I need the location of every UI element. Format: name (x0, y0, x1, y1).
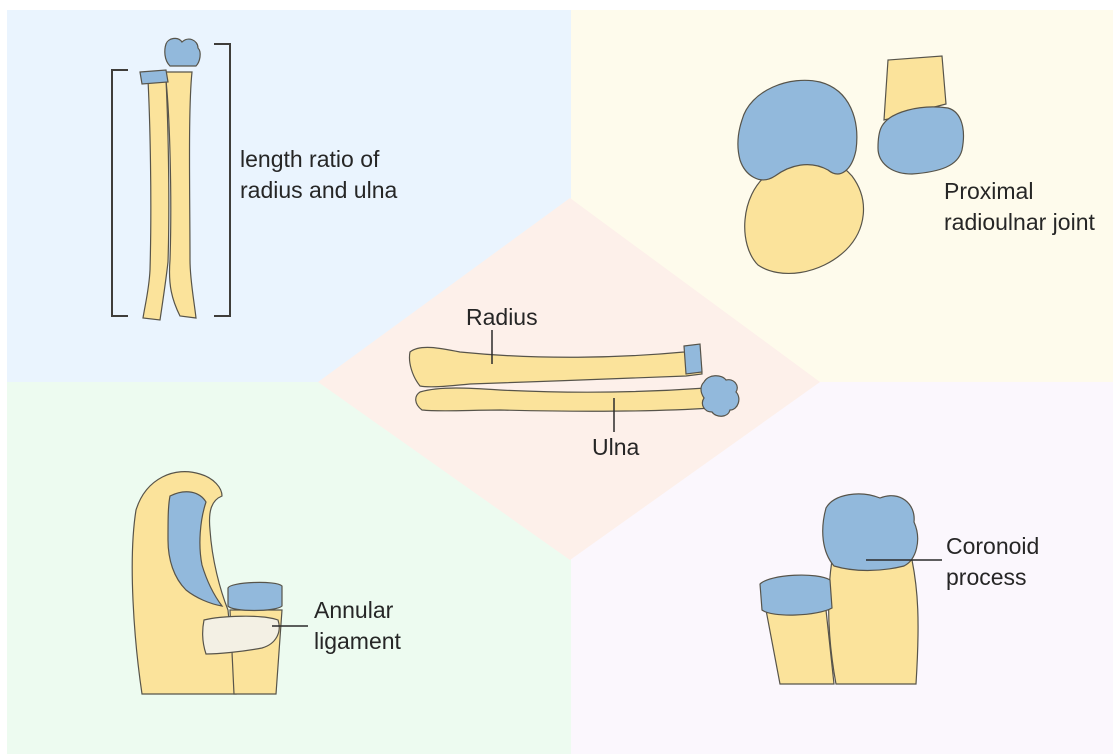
length-ratio-label-line-2: radius and ulna (240, 175, 397, 206)
coronoid-label-line-2: process (946, 562, 1039, 593)
proximal-joint-label-line-2: radioulnar joint (944, 207, 1095, 238)
coronoid-process-label: Coronoid process (946, 531, 1039, 593)
coronoid-label-line-1: Coronoid (946, 531, 1039, 562)
proximal-joint-label-line-1: Proximal (944, 176, 1095, 207)
annular-ligament-label: Annular ligament (314, 595, 401, 657)
proximal-joint-label: Proximal radioulnar joint (944, 176, 1095, 238)
length-ratio-label: length ratio of radius and ulna (240, 144, 397, 206)
ulna-label: Ulna (592, 432, 639, 463)
radius-label: Radius (466, 302, 538, 333)
length-ratio-label-line-1: length ratio of (240, 144, 397, 175)
annular-label-line-1: Annular (314, 595, 401, 626)
annular-label-line-2: ligament (314, 626, 401, 657)
